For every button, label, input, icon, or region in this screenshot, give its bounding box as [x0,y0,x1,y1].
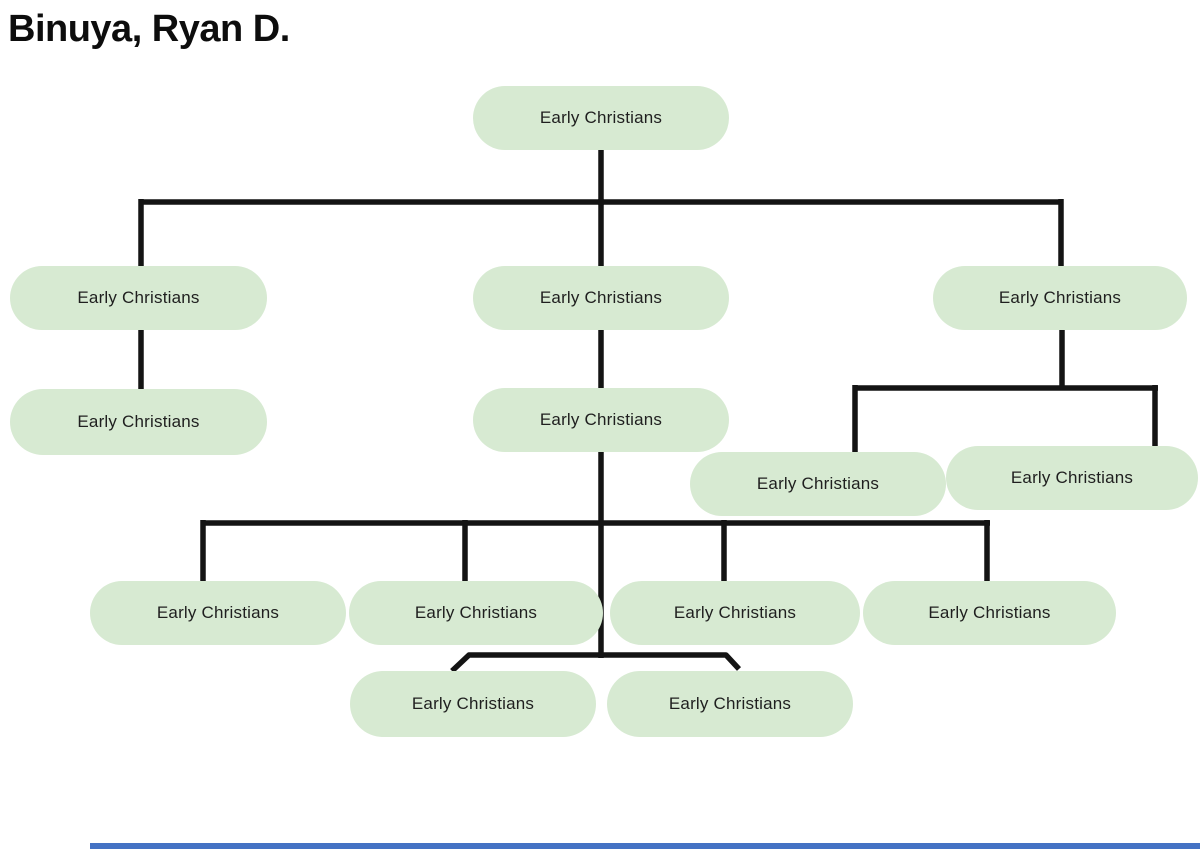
org-node-c3c: Early Christians [610,581,860,645]
org-node-label: Early Christians [156,603,280,622]
org-node-c3b: Early Christians [349,581,603,645]
org-node-label: Early Christians [1010,468,1134,487]
org-node-label: Early Christians [756,474,880,493]
org-node-c4b: Early Christians [607,671,853,737]
org-node-r2a: Early Christians [690,452,946,516]
org-node-label: Early Christians [539,410,663,429]
org-node-l2: Early Christians [10,389,267,455]
org-node-r2b: Early Christians [946,446,1198,510]
org-node-c3a: Early Christians [90,581,346,645]
org-node-label: Early Christians [673,603,797,622]
org-node-label: Early Christians [928,603,1051,622]
page-title: Binuya, Ryan D. [8,8,290,50]
org-node-l1: Early Christians [10,266,267,330]
org-node-label: Early Christians [668,694,792,713]
footer-accent-bar [90,843,1200,849]
org-node-c3d: Early Christians [863,581,1116,645]
org-node-label: Early Christians [539,288,663,307]
org-node-label: Early Christians [77,288,200,307]
org-node-label: Early Christians [998,288,1122,307]
org-node-label: Early Christians [539,108,663,127]
org-node-r1: Early Christians [933,266,1187,330]
org-node-label: Early Christians [411,694,535,713]
org-node-c4a: Early Christians [350,671,596,737]
org-node-c1: Early Christians [473,266,729,330]
org-node-root: Early Christians [473,86,729,150]
org-node-c2: Early Christians [473,388,729,452]
org-node-label: Early Christians [77,412,200,431]
org-node-label: Early Christians [414,603,538,622]
